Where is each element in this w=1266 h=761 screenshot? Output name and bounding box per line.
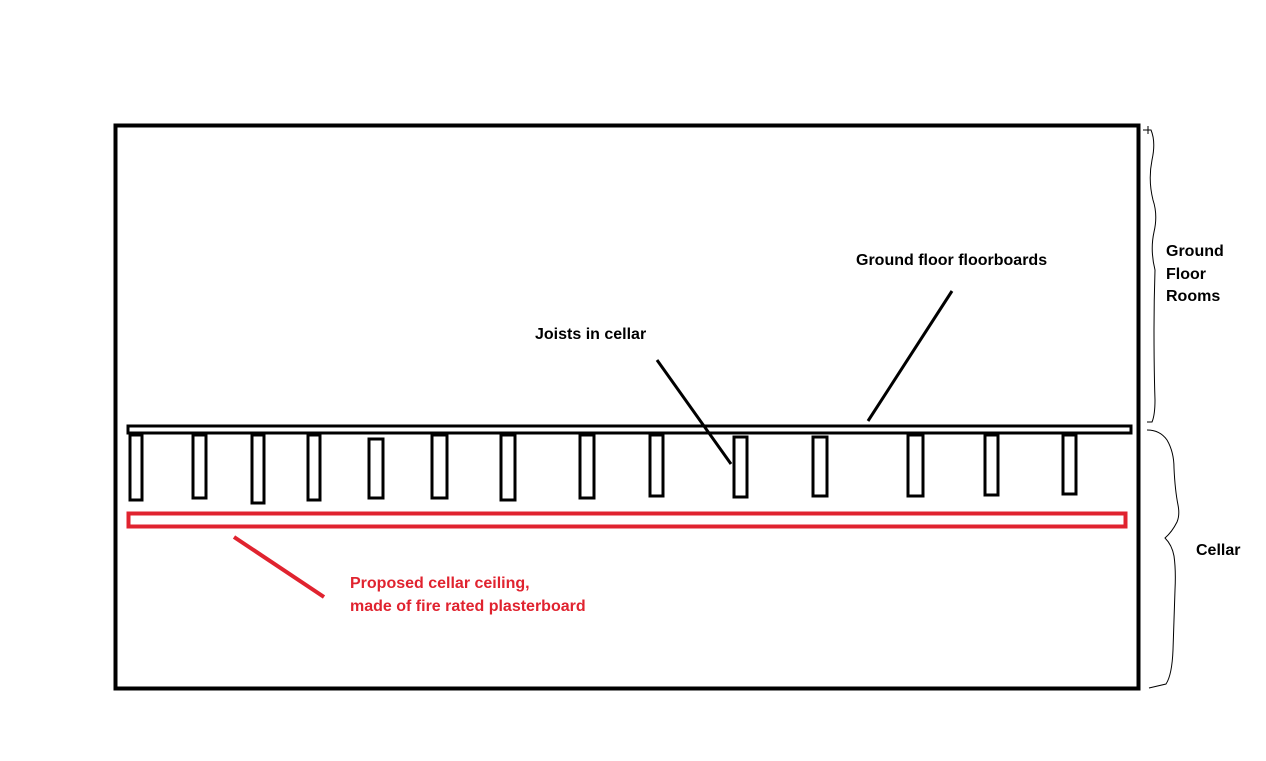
cellar-brace — [1146, 429, 1180, 689]
joist — [306, 433, 322, 502]
joist — [1061, 433, 1078, 496]
joist — [578, 433, 596, 500]
joist — [250, 433, 266, 505]
joists-label: Joists in cellar — [535, 326, 647, 343]
proposed-ceiling — [126, 511, 1128, 529]
joist — [430, 433, 449, 500]
floorboards-leader — [866, 290, 954, 422]
ground-floor-label-line3: Rooms — [1166, 288, 1221, 305]
cellar-label: Cellar — [1196, 542, 1241, 559]
joist — [128, 433, 144, 502]
joists-group — [128, 433, 1078, 505]
joist — [983, 433, 1000, 497]
proposed-ceiling-label-line1: Proposed cellar ceiling, — [350, 575, 530, 592]
joist — [648, 433, 665, 498]
joist — [367, 437, 385, 500]
ground-floor-rooms-label: Ground Floor Rooms — [1166, 241, 1224, 309]
joist — [191, 433, 208, 500]
floorboards — [126, 424, 1133, 435]
joist — [499, 433, 517, 502]
ceiling-leader — [232, 535, 326, 599]
joist — [811, 435, 829, 498]
proposed-ceiling-label-line2: made of fire rated plasterboard — [350, 598, 586, 615]
joists-leader — [655, 359, 733, 465]
ground-floor-label-line2: Floor — [1166, 265, 1206, 283]
joist — [732, 435, 749, 499]
floorboards-label: Ground floor floorboards — [856, 252, 1048, 269]
joist — [906, 433, 925, 498]
building-outline — [113, 123, 1141, 691]
ground-floor-label-line1: Ground — [1166, 243, 1224, 260]
ground-floor-brace — [1143, 129, 1157, 423]
